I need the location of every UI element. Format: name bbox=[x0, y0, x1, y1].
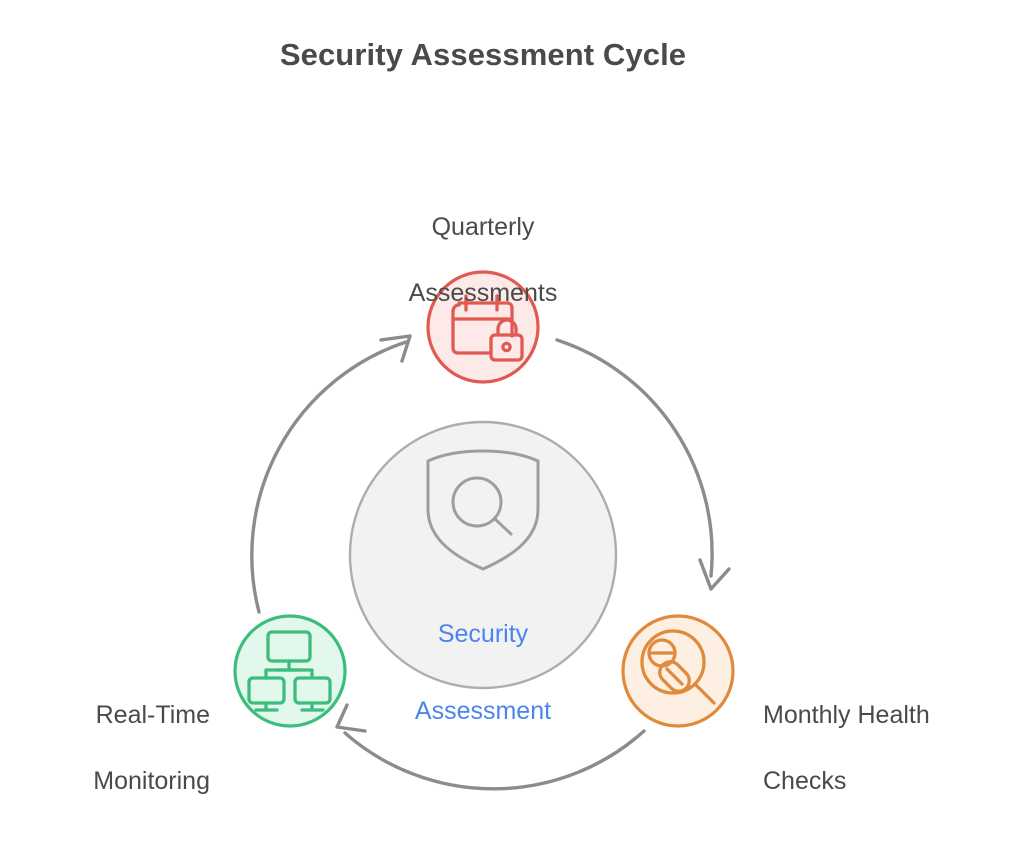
label-monthly-health-checks: Monthly Health Checks bbox=[763, 666, 1013, 831]
label-monthly-line2: Checks bbox=[763, 767, 847, 795]
calendar-lock-icon bbox=[451, 294, 524, 362]
arrow-monthly-to-realtime bbox=[335, 703, 646, 791]
arrow-realtime-to-quarterly bbox=[250, 334, 412, 614]
label-realtime-line1: Real-Time bbox=[95, 701, 210, 729]
arrow-quarterly-to-monthly bbox=[555, 338, 731, 591]
label-realtime-line2: Monitoring bbox=[93, 767, 210, 795]
node-circle-orange bbox=[621, 614, 735, 728]
label-monthly-line1: Monthly Health bbox=[763, 701, 930, 729]
center-label: Security Assessment bbox=[373, 576, 593, 770]
center-label-line1: Security bbox=[437, 619, 529, 648]
label-quarterly-line2: Assessments bbox=[408, 279, 558, 307]
label-quarterly-assessments: Quarterly Assessments bbox=[343, 178, 623, 343]
shield-search-icon bbox=[426, 449, 540, 571]
center-node[interactable] bbox=[348, 420, 618, 690]
pill-magnifier-icon bbox=[640, 629, 716, 705]
node-monthly-health-checks[interactable] bbox=[621, 614, 735, 728]
label-quarterly-line1: Quarterly bbox=[431, 213, 535, 241]
center-label-line2: Assessment bbox=[414, 697, 552, 726]
node-real-time-monitoring[interactable] bbox=[233, 614, 347, 728]
node-circle-red bbox=[426, 270, 540, 384]
center-circle bbox=[348, 420, 618, 690]
page-title: Security Assessment Cycle bbox=[279, 37, 687, 72]
network-monitors-icon bbox=[247, 630, 332, 712]
node-quarterly-assessments[interactable] bbox=[426, 270, 540, 384]
label-real-time-monitoring: Real-Time Monitoring bbox=[10, 666, 210, 831]
